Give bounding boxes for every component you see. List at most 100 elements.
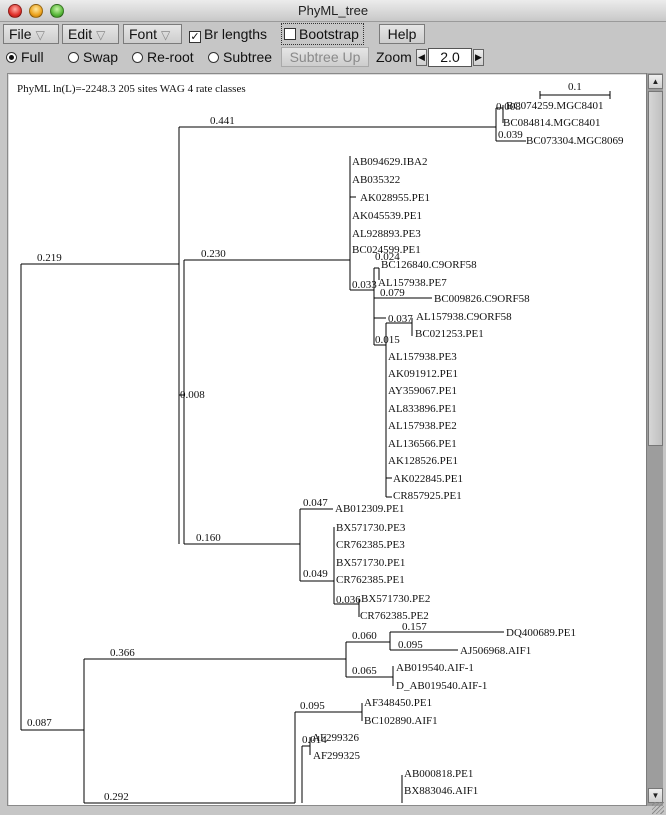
leaf-label[interactable]: AL157938.PE3: [388, 351, 457, 363]
checkbox-checked-icon: ✓: [189, 31, 201, 43]
scale-bar-label: 0.1: [568, 81, 582, 93]
mode-radio-reroot[interactable]: Re-root: [132, 47, 194, 67]
branch-length-label: 0.008: [496, 101, 521, 113]
zoom-window-button[interactable]: [50, 4, 64, 18]
leaf-label[interactable]: BC126840.C9ORF58: [381, 259, 477, 271]
leaf-label[interactable]: AL157938.PE7: [378, 277, 447, 289]
branch-length-label: 0.095: [398, 639, 423, 651]
branch-length-label: 0.015: [375, 334, 400, 346]
checkbox-unchecked-icon: [284, 28, 296, 40]
mode-toolbar: Full Swap Re-root Subtree Subtree Up Zoo…: [0, 47, 666, 69]
file-menu-label: File: [9, 26, 32, 42]
title-bar[interactable]: PhyML_tree: [0, 0, 666, 22]
dropdown-triangle-icon: ▽: [35, 28, 45, 42]
leaf-label[interactable]: AF299326: [312, 732, 360, 744]
tree-canvas[interactable]: PhyML ln(L)=-2248.3 205 sites WAG 4 rate…: [7, 73, 647, 806]
mode-label: Subtree: [223, 49, 273, 65]
leaf-label[interactable]: AB012309.PE1: [335, 503, 404, 515]
font-menu-label: Font: [129, 26, 158, 42]
leaf-label[interactable]: BX883046.AIF1: [404, 785, 478, 797]
leaf-label[interactable]: AL157938.C9ORF58: [416, 311, 512, 323]
help-button[interactable]: Help: [379, 24, 425, 44]
branch-length-label: 0.047: [303, 497, 328, 509]
branch-length-label: 0.160: [196, 532, 221, 544]
leaf-label[interactable]: AB000818.PE1: [404, 768, 473, 780]
br-lengths-checkbox[interactable]: ✓Br lengths: [189, 24, 267, 44]
leaf-label[interactable]: AL833896.PE1: [388, 403, 457, 415]
branch-length-label: 0.036: [336, 594, 361, 606]
radio-selected-icon: [6, 52, 17, 63]
branch-length-label: 0.024: [375, 251, 400, 263]
leaf-label[interactable]: AK091912.PE1: [388, 368, 458, 380]
edit-menu-button[interactable]: Edit▽: [62, 24, 119, 44]
leaf-label[interactable]: BC084814.MGC8401: [503, 117, 601, 129]
branch-length-label: 0.157: [402, 621, 427, 633]
branch-length-label: 0.230: [201, 248, 226, 260]
leaf-label[interactable]: AF299325: [313, 750, 361, 762]
leaf-label[interactable]: BX571730.PE3: [336, 522, 406, 534]
leaf-label[interactable]: BX571730.PE1: [336, 557, 405, 569]
leaf-label[interactable]: AB094629.IBA2: [352, 156, 427, 168]
scrollbar-thumb[interactable]: [648, 91, 663, 446]
resize-grip-icon[interactable]: [652, 802, 664, 814]
leaf-label[interactable]: BC009826.C9ORF58: [434, 293, 530, 305]
leaf-label[interactable]: BX571730.PE2: [361, 593, 430, 605]
leaf-label[interactable]: D_AB019540.AIF-1: [396, 680, 487, 692]
dropdown-triangle-icon: ▽: [96, 28, 106, 42]
window-bottom-edge: [0, 802, 666, 815]
radio-unselected-icon: [68, 52, 79, 63]
branch-length-label: 0.087: [27, 717, 52, 729]
mode-label: Full: [21, 49, 44, 65]
scroll-down-arrow-icon[interactable]: ▼: [648, 788, 663, 803]
branch-length-label: 0.065: [352, 665, 377, 677]
branch-length-label: 0.033: [352, 279, 377, 291]
bootstrap-checkbox[interactable]: Bootstrap: [281, 23, 364, 45]
leaf-label[interactable]: CR857925.PE1: [393, 490, 462, 502]
mode-radio-subtree[interactable]: Subtree: [208, 47, 272, 67]
radio-unselected-icon: [132, 52, 143, 63]
leaf-label[interactable]: AF348450.PE1: [364, 697, 432, 709]
branch-length-label: 0.079: [380, 287, 405, 299]
branch-length-label: 0.095: [300, 700, 325, 712]
leaf-label[interactable]: AY359067.PE1: [388, 385, 457, 397]
branch-length-label: 0.008: [180, 389, 205, 401]
leaf-label[interactable]: BC074259.MGC8401: [506, 100, 604, 112]
leaf-label[interactable]: AB019540.AIF-1: [396, 662, 474, 674]
file-menu-button[interactable]: File▽: [3, 24, 59, 44]
font-menu-button[interactable]: Font▽: [123, 24, 182, 44]
close-window-button[interactable]: [8, 4, 22, 18]
leaf-label[interactable]: BC024599.PE1: [352, 244, 421, 256]
subtree-up-button[interactable]: Subtree Up: [281, 47, 369, 67]
branch-length-label: 0.037: [388, 313, 413, 325]
leaf-label[interactable]: CR762385.PE2: [360, 610, 429, 622]
minimize-window-button[interactable]: [29, 4, 43, 18]
leaf-label[interactable]: AB035322: [352, 174, 400, 186]
mode-label: Re-root: [147, 49, 194, 65]
scroll-up-arrow-icon[interactable]: ▲: [648, 74, 663, 89]
leaf-label[interactable]: AL136566.PE1: [388, 438, 457, 450]
leaf-label[interactable]: AK022845.PE1: [393, 473, 463, 485]
leaf-label[interactable]: DQ400689.PE1: [506, 627, 576, 639]
leaf-label[interactable]: AL928893.PE3: [352, 228, 421, 240]
leaf-label[interactable]: AL157938.PE2: [388, 420, 457, 432]
leaf-label[interactable]: BC021253.PE1: [415, 328, 484, 340]
leaf-label[interactable]: CR762385.PE3: [336, 539, 405, 551]
zoom-value-field[interactable]: 2.0: [428, 48, 472, 67]
branch-length-label: 0.049: [303, 568, 328, 580]
leaf-label[interactable]: AK028955.PE1: [360, 192, 430, 204]
zoom-increase-button[interactable]: ▶: [473, 49, 484, 66]
leaf-label[interactable]: AK128526.PE1: [388, 455, 458, 467]
leaf-label[interactable]: AJ506968.AIF1: [460, 645, 531, 657]
leaf-label[interactable]: BC073304.MGC8069: [526, 135, 624, 147]
window-title: PhyML_tree: [297, 3, 369, 18]
mode-radio-full[interactable]: Full: [6, 47, 44, 67]
leaf-label[interactable]: AK045539.PE1: [352, 210, 422, 222]
leaf-label[interactable]: CR762385.PE1: [336, 574, 405, 586]
leaf-label[interactable]: BC102890.AIF1: [364, 715, 438, 727]
mode-radio-swap[interactable]: Swap: [68, 47, 118, 67]
branch-length-label: 0.060: [352, 630, 377, 642]
zoom-decrease-button[interactable]: ◀: [416, 49, 427, 66]
branch-length-label: 0.014: [302, 734, 327, 746]
vertical-scrollbar[interactable]: ▲ ▼: [646, 73, 663, 806]
phylogenetic-tree: 0.10.2190.4410.0080.039BC074259.MGC8401B…: [20, 81, 624, 804]
